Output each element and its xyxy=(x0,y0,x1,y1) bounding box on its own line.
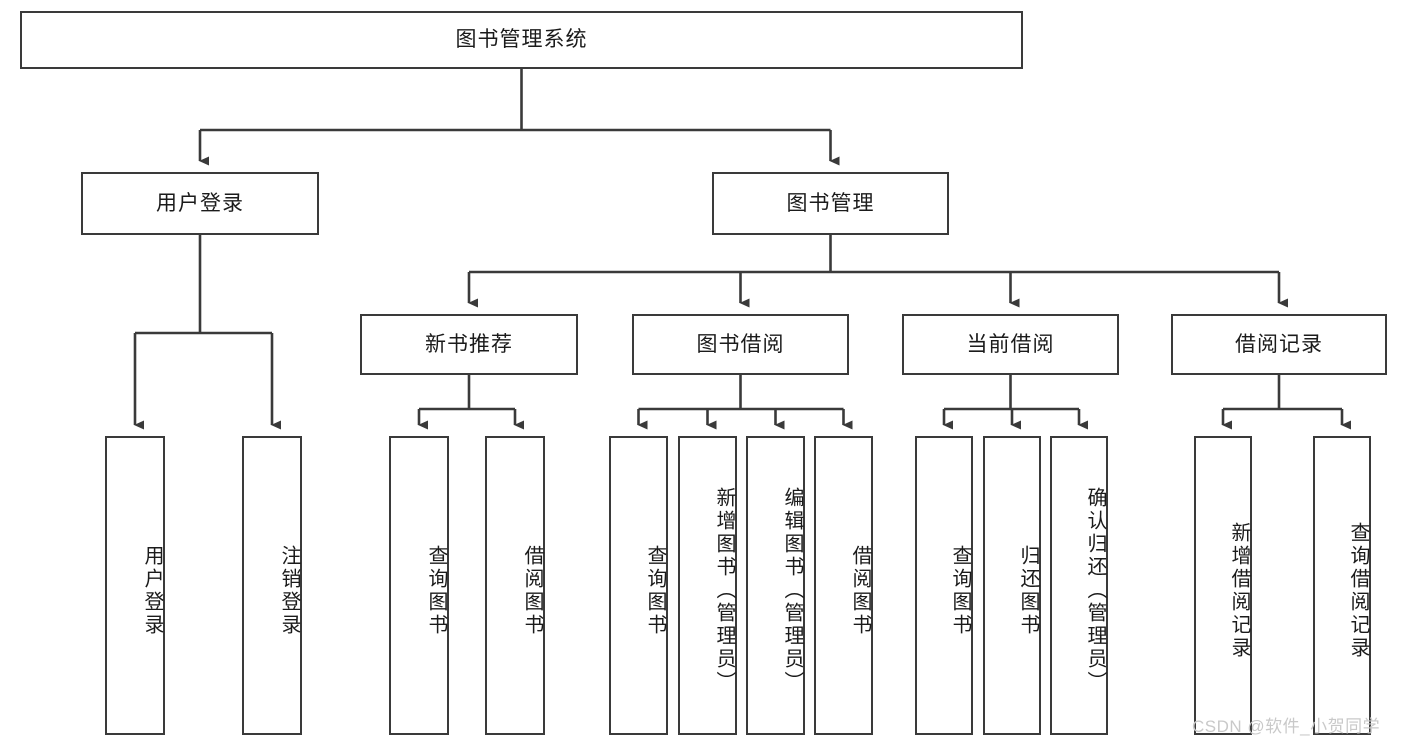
node-book-management[interactable]: 图书管理 xyxy=(712,172,949,235)
leaf-user-login-label: 用户登录 xyxy=(141,544,163,637)
leaf-add-book[interactable]: 新增图书（管理员） xyxy=(678,436,737,735)
node-book-borrowing[interactable]: 图书借阅 xyxy=(632,314,849,375)
leaf-borrow-book-recommend-label: 借阅图书 xyxy=(521,544,543,637)
leaf-query-book-borrow-label: 查询图书 xyxy=(644,544,666,637)
leaf-logout-label: 注销登录 xyxy=(278,544,300,637)
edge-paths xyxy=(133,69,1351,430)
leaf-add-borrow-record-label: 新增借阅记录 xyxy=(1228,521,1250,660)
leaf-logout[interactable]: 注销登录 xyxy=(242,436,302,735)
node-book-borrowing-label: 图书借阅 xyxy=(696,332,785,356)
node-book-management-label: 图书管理 xyxy=(786,191,875,215)
leaf-borrow-book-recommend[interactable]: 借阅图书 xyxy=(485,436,545,735)
leaf-add-book-label: 新增图书（管理员） xyxy=(713,487,735,694)
node-current-borrowing[interactable]: 当前借阅 xyxy=(902,314,1119,375)
node-new-book-recommendation[interactable]: 新书推荐 xyxy=(360,314,578,375)
leaf-query-book-borrow[interactable]: 查询图书 xyxy=(609,436,668,735)
node-root[interactable]: 图书管理系统 xyxy=(20,11,1023,69)
leaf-edit-book[interactable]: 编辑图书（管理员） xyxy=(746,436,805,735)
node-new-book-recommendation-label: 新书推荐 xyxy=(425,332,513,356)
leaf-query-book-current-label: 查询图书 xyxy=(949,544,971,637)
node-borrowing-records[interactable]: 借阅记录 xyxy=(1171,314,1387,375)
leaf-query-book-current[interactable]: 查询图书 xyxy=(915,436,973,735)
node-root-label: 图书管理系统 xyxy=(455,28,588,52)
leaf-query-borrow-record-label: 查询借阅记录 xyxy=(1347,521,1369,660)
leaf-query-book-recommend[interactable]: 查询图书 xyxy=(389,436,449,735)
leaf-edit-book-label: 编辑图书（管理员） xyxy=(781,487,803,694)
leaf-user-login[interactable]: 用户登录 xyxy=(105,436,165,735)
leaf-confirm-return[interactable]: 确认归还（管理员） xyxy=(1050,436,1108,735)
leaf-borrow-book-label: 借阅图书 xyxy=(849,544,871,637)
node-user-login[interactable]: 用户登录 xyxy=(81,172,319,235)
leaf-return-book[interactable]: 归还图书 xyxy=(983,436,1041,735)
leaf-return-book-label: 归还图书 xyxy=(1017,544,1039,637)
leaf-borrow-book[interactable]: 借阅图书 xyxy=(814,436,873,735)
node-borrowing-records-label: 借阅记录 xyxy=(1235,332,1323,356)
leaf-query-book-recommend-label: 查询图书 xyxy=(425,544,447,637)
node-current-borrowing-label: 当前借阅 xyxy=(966,332,1055,356)
leaf-confirm-return-label: 确认归还（管理员） xyxy=(1084,487,1106,694)
node-user-login-label: 用户登录 xyxy=(156,191,244,215)
leaf-query-borrow-record[interactable]: 查询借阅记录 xyxy=(1313,436,1371,735)
leaf-add-borrow-record[interactable]: 新增借阅记录 xyxy=(1194,436,1252,735)
